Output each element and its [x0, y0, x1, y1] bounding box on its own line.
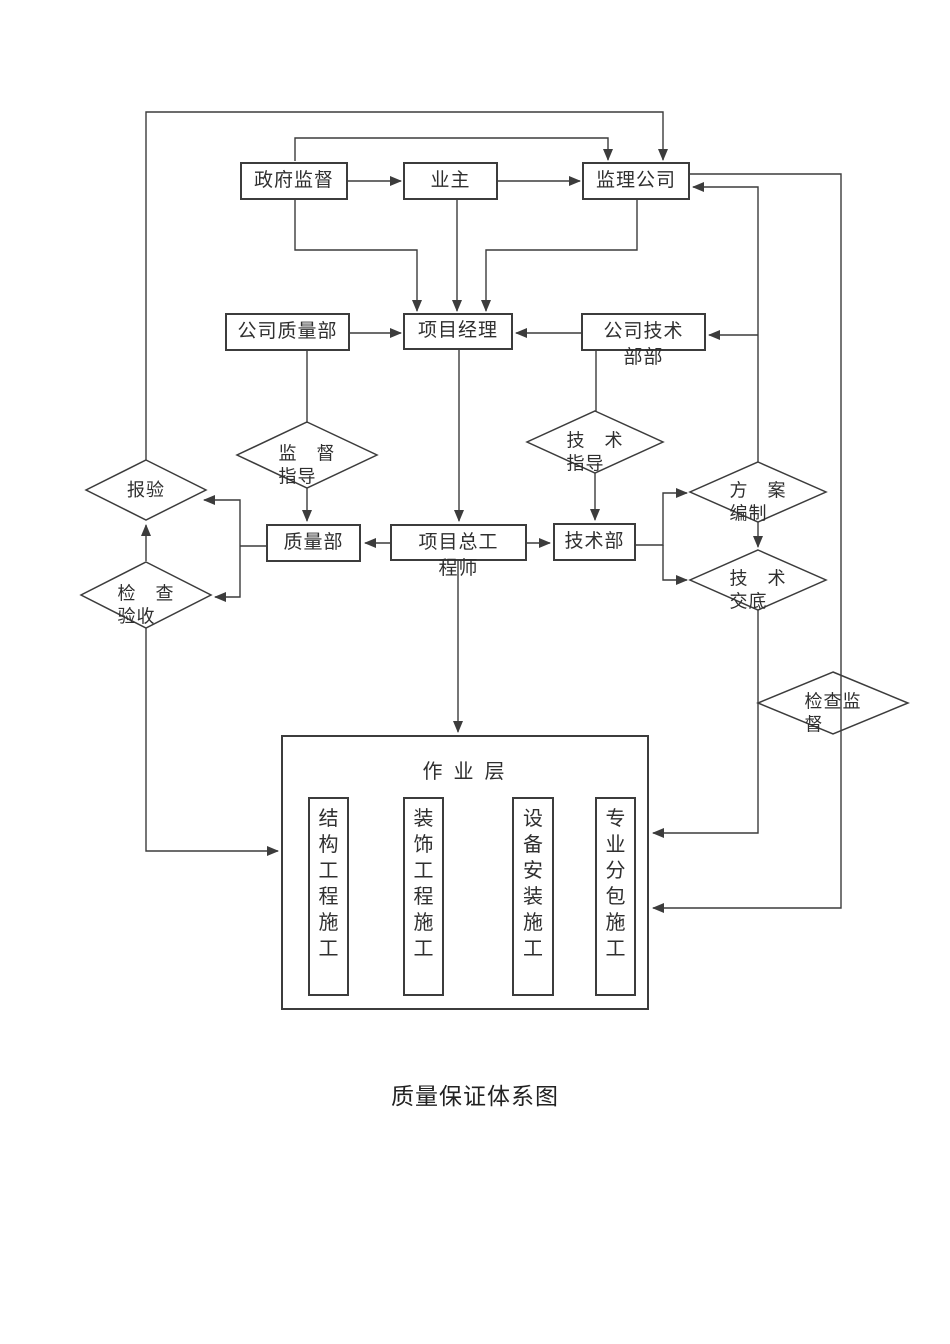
- edge-baoyan-to-jianligongsi: [145, 111, 668, 460]
- diamond-shape: [690, 550, 826, 610]
- node-label: 装饰工程施工: [413, 808, 434, 960]
- node-label: 结构工程施工: [318, 808, 339, 960]
- node-professional-subcontract: 专业分包施工: [595, 797, 636, 996]
- node-plan-preparation-diamond: 方 案 编制: [690, 462, 826, 523]
- diamond-shape: [81, 562, 211, 628]
- diamond-shape: [690, 462, 826, 522]
- node-label: 检 查 验收: [117, 583, 175, 626]
- node-label: 政府监督: [253, 169, 334, 191]
- node-label: 检查监 督: [804, 691, 862, 734]
- node-label: 技 术 交底: [729, 568, 787, 611]
- node-label: 方 案 编制: [729, 480, 787, 523]
- node-government-supervision: 政府监督: [240, 162, 348, 200]
- node-label: 监 督 指导: [278, 443, 336, 486]
- node-label: 技术部: [564, 530, 625, 552]
- edge-jianligongsi-to-xiangmujingli: [481, 200, 638, 312]
- node-label: 公司技术部部: [603, 321, 684, 368]
- node-supervise-guide-diamond: 监 督 指导: [237, 422, 377, 488]
- node-work-layer-box: 作 业 层: [281, 735, 649, 1010]
- node-label: 监理公司: [595, 169, 676, 191]
- edge-jianligongsi-to-zuoyeceng: [652, 173, 842, 913]
- edge-zhengfu-to-jianligongsi: [294, 137, 613, 161]
- node-tech-dept: 技术部: [553, 523, 636, 561]
- edge-stub-to-jianchayanshou: [214, 546, 241, 602]
- edge-jishujiaodi-to-zuoyeceng: [652, 610, 759, 838]
- work-layer-title: 作 业 层: [422, 761, 508, 783]
- node-label: 质量部: [283, 531, 344, 553]
- edge-stub-to-baoyan: [203, 495, 241, 546]
- diamond-shape: [758, 672, 908, 734]
- node-equipment-installation: 设备安装施工: [512, 797, 554, 996]
- node-company-quality-dept: 公司质量部: [225, 313, 350, 351]
- node-label: 技 术 指导: [566, 430, 624, 473]
- node-label: 报验: [127, 479, 165, 500]
- node-supervision-company: 监理公司: [582, 162, 690, 200]
- node-tech-disclosure-diamond: 技 术 交底: [690, 550, 826, 611]
- node-company-tech-dept: 公司技术部部: [581, 313, 706, 368]
- node-label: 项目经理: [417, 320, 498, 342]
- edge-jishubu-to-jishujiaodi: [662, 545, 688, 585]
- edge-zhengfu-to-xiangmujingli: [294, 200, 422, 312]
- node-quality-dept: 质量部: [266, 524, 361, 562]
- diamond-shape: [527, 411, 663, 473]
- diagram-caption: 质量保证体系图: [391, 1084, 559, 1109]
- edge-jianchayanshou-to-zuoyeceng: [145, 628, 279, 856]
- node-report-inspection-diamond: 报验: [86, 460, 206, 520]
- node-label: 业主: [430, 169, 471, 191]
- node-owner: 业主: [403, 162, 498, 200]
- node-label: 公司质量部: [237, 320, 338, 342]
- node-decoration-construction: 装饰工程施工: [403, 797, 444, 996]
- node-tech-guide-diamond: 技 术 指导: [527, 411, 663, 473]
- node-project-chief-engineer: 项目总工程师: [390, 524, 527, 579]
- node-label: 专业分包施工: [605, 808, 626, 960]
- diamond-shape: [86, 460, 206, 520]
- node-label: 设备安装施工: [523, 808, 543, 960]
- node-check-acceptance-diamond: 检 查 验收: [81, 562, 211, 628]
- node-check-supervise-diamond: 检查监 督: [758, 672, 908, 734]
- node-project-manager: 项目经理: [403, 313, 513, 350]
- node-structural-construction: 结构工程施工: [308, 797, 349, 996]
- diamond-shape: [237, 422, 377, 488]
- edge-jishubu-to-fanganbianzhi: [636, 488, 688, 546]
- edge-fanganbianzhi-to-jianligongsi: [692, 182, 759, 462]
- node-label: 项目总工程师: [418, 532, 499, 579]
